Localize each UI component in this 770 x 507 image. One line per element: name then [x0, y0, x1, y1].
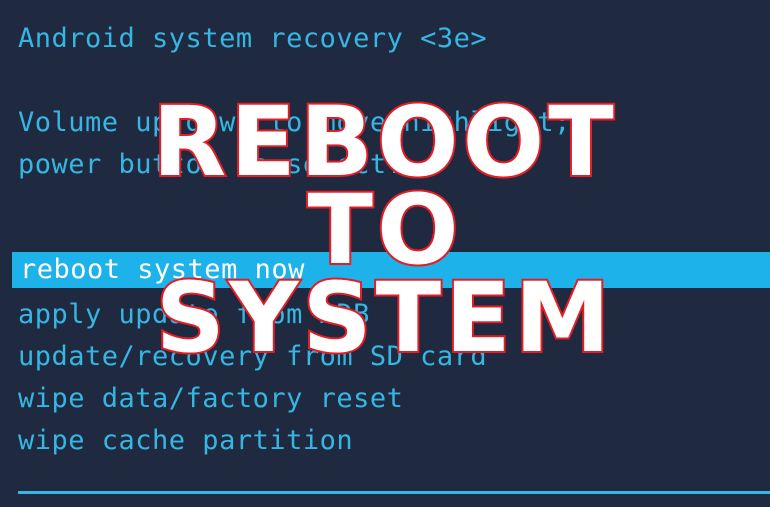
menu-item-apply-update-adb[interactable]: apply update from ADB	[18, 299, 370, 330]
menu-item-label: reboot system now	[20, 254, 305, 285]
menu-item-wipe-cache-partition[interactable]: wipe cache partition	[18, 425, 354, 456]
overlay-caption: REBOOT TO SYSTEM	[0, 86, 770, 374]
overlay-line-to: TO	[305, 174, 463, 286]
instruction-line-1: Volume up/down to move highlight;	[18, 107, 571, 138]
menu-item-reboot-system-now[interactable]: reboot system now	[12, 252, 770, 288]
overlay-line-system: SYSTEM	[154, 262, 615, 374]
menu-item-update-from-sd-card[interactable]: update/recovery from SD card	[18, 341, 488, 372]
menu-item-wipe-data-factory-reset[interactable]: wipe data/factory reset	[18, 383, 404, 414]
recovery-title: Android system recovery <3e>	[18, 23, 488, 54]
instruction-line-2: power button to select.	[18, 149, 404, 180]
overlay-line-reboot: REBOOT	[150, 86, 618, 198]
bottom-divider	[18, 491, 770, 494]
